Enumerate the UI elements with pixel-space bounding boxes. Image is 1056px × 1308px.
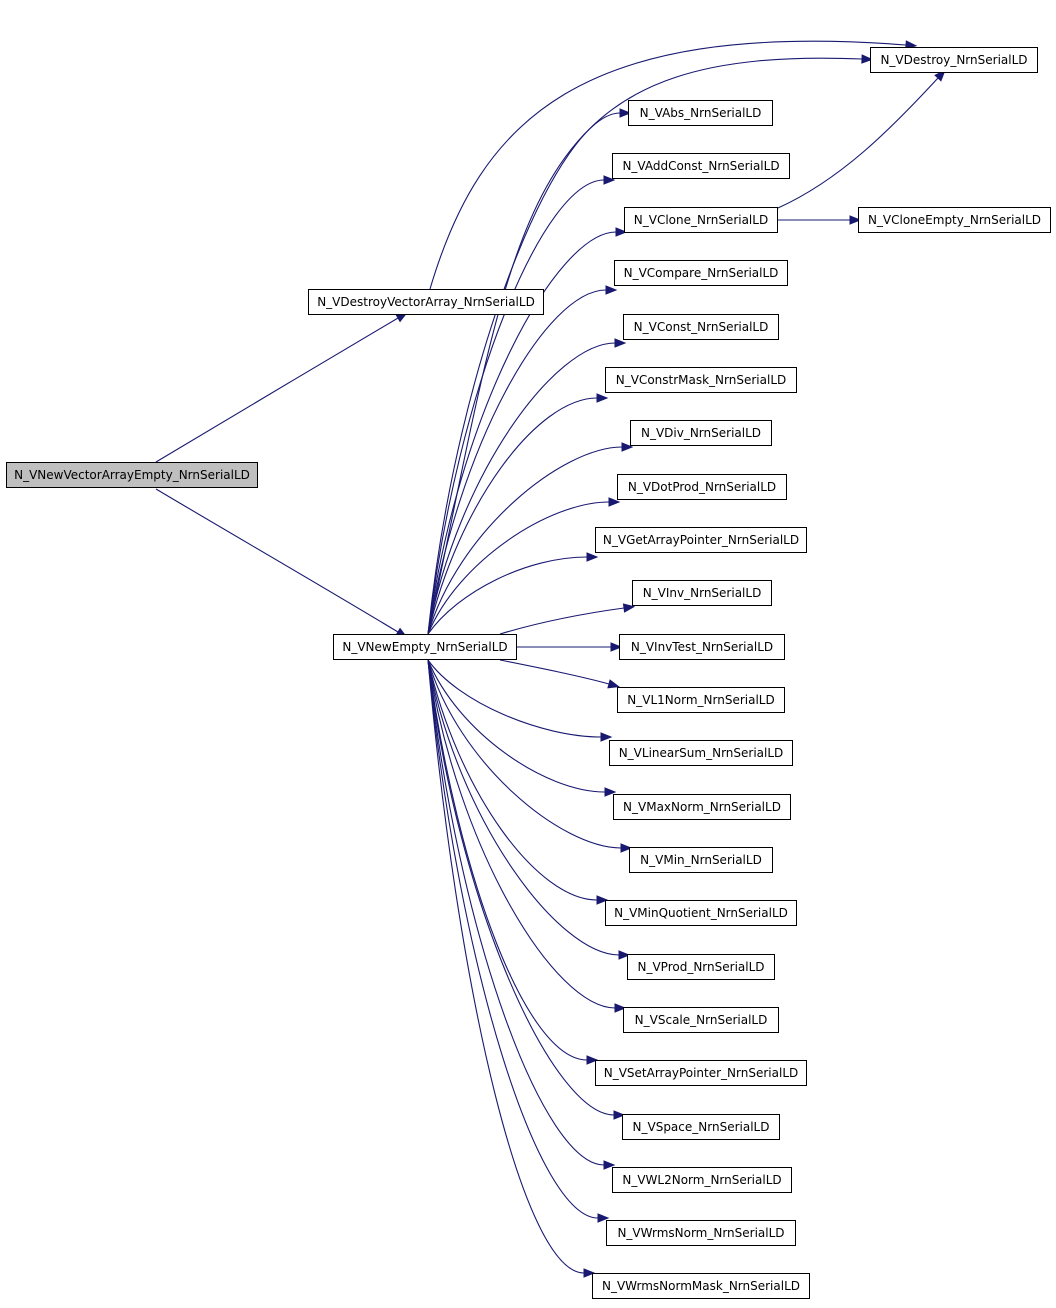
node-constrMask[interactable]: N_VConstrMask_NrnSerialLD — [605, 367, 797, 393]
arrowhead-clone-to-cloneEmpty — [849, 215, 862, 225]
edge-newEmpty-to-minQuotient — [427, 659, 598, 901]
node-destroyArray[interactable]: N_VDestroyVectorArray_NrnSerialLD — [308, 289, 544, 315]
node-destroy[interactable]: N_VDestroy_NrnSerialLD — [870, 47, 1038, 73]
edge-newEmpty-to-div — [427, 446, 623, 635]
arrowhead-newEmpty-to-wl2Norm — [603, 1160, 616, 1170]
edge-newEmpty-to-maxNorm — [427, 659, 606, 793]
edge-newEmpty-to-destroy — [427, 57, 863, 635]
node-space[interactable]: N_VSpace_NrnSerialLD — [622, 1114, 780, 1140]
edge-newEmpty-to-wrmsNorm — [427, 659, 599, 1219]
node-getArrayPointer[interactable]: N_VGetArrayPointer_NrnSerialLD — [595, 527, 807, 553]
edge-clone-to-destroy — [777, 77, 939, 209]
arrowhead-newEmpty-to-const — [614, 338, 627, 348]
arrowhead-newEmpty-to-minQuotient — [596, 895, 609, 905]
arrowhead-newEmpty-to-clone — [615, 227, 628, 237]
arrowhead-newEmpty-to-scale — [614, 1003, 627, 1013]
arrowhead-newEmpty-to-addConst — [603, 175, 616, 185]
node-abs[interactable]: N_VAbs_NrnSerialLD — [628, 100, 773, 126]
node-root: N_VNewVectorArrayEmpty_NrnSerialLD — [6, 462, 258, 488]
node-maxNorm[interactable]: N_VMaxNorm_NrnSerialLD — [613, 794, 791, 820]
arrowhead-newEmpty-to-getArrayPointer — [586, 552, 599, 562]
node-l1Norm[interactable]: N_VL1Norm_NrnSerialLD — [617, 687, 785, 713]
arrowhead-newEmpty-to-linearSum — [600, 732, 613, 742]
node-cloneEmpty[interactable]: N_VCloneEmpty_NrnSerialLD — [858, 207, 1051, 233]
arrowhead-newEmpty-to-dotProd — [608, 497, 621, 507]
edge-newEmpty-to-min — [427, 659, 622, 849]
node-wrmsNormMask[interactable]: N_VWrmsNormMask_NrnSerialLD — [592, 1273, 810, 1299]
arrowhead-newEmpty-to-maxNorm — [604, 787, 617, 797]
edge-newEmpty-to-space — [427, 659, 615, 1116]
node-dotProd[interactable]: N_VDotProd_NrnSerialLD — [617, 474, 787, 500]
edge-newEmpty-to-abs — [427, 112, 621, 635]
node-prod[interactable]: N_VProd_NrnSerialLD — [627, 954, 775, 980]
edge-newEmpty-to-scale — [427, 659, 616, 1009]
arrowhead-newEmpty-to-inv — [622, 603, 636, 613]
edge-destroyArray-to-destroy — [429, 40, 907, 290]
edge-newEmpty-to-addConst — [427, 179, 605, 635]
edge-newEmpty-to-wl2Norm — [427, 659, 605, 1166]
node-minQuotient[interactable]: N_VMinQuotient_NrnSerialLD — [605, 900, 797, 926]
arrowhead-newEmpty-to-destroy — [861, 54, 874, 64]
edge-newEmpty-to-dotProd — [427, 501, 610, 635]
edge-newEmpty-to-clone — [427, 231, 617, 635]
edge-newEmpty-to-l1Norm — [499, 659, 610, 685]
edge-root-to-destroyArray — [155, 317, 399, 463]
edge-newEmpty-to-const — [427, 342, 616, 635]
node-invTest[interactable]: N_VInvTest_NrnSerialLD — [619, 634, 785, 660]
node-clone[interactable]: N_VClone_NrnSerialLD — [624, 207, 778, 233]
edge-root-to-newEmpty — [155, 488, 399, 633]
arrowhead-newEmpty-to-invTest — [610, 642, 623, 652]
edge-newEmpty-to-wrmsNormMask — [427, 659, 585, 1274]
node-wrmsNorm[interactable]: N_VWrmsNorm_NrnSerialLD — [606, 1220, 796, 1246]
arrowhead-newEmpty-to-constrMask — [596, 393, 609, 403]
arrowhead-newEmpty-to-abs — [619, 108, 632, 118]
arrowhead-newEmpty-to-wrmsNormMask — [583, 1268, 596, 1278]
node-setArrayPointer[interactable]: N_VSetArrayPointer_NrnSerialLD — [595, 1060, 807, 1086]
node-inv[interactable]: N_VInv_NrnSerialLD — [632, 580, 772, 606]
arrowhead-newEmpty-to-div — [621, 442, 634, 452]
edge-newEmpty-to-linearSum — [427, 659, 602, 738]
node-compare[interactable]: N_VCompare_NrnSerialLD — [614, 260, 788, 286]
arrowhead-newEmpty-to-compare — [605, 285, 618, 295]
arrowhead-newEmpty-to-min — [620, 843, 633, 853]
node-newEmpty[interactable]: N_VNewEmpty_NrnSerialLD — [333, 634, 517, 660]
arrowhead-newEmpty-to-wrmsNorm — [597, 1213, 610, 1223]
node-scale[interactable]: N_VScale_NrnSerialLD — [623, 1007, 779, 1033]
edge-newEmpty-to-compare — [427, 289, 607, 635]
edge-newEmpty-to-prod — [427, 659, 620, 956]
edge-newEmpty-to-setArrayPointer — [427, 659, 588, 1061]
arrowhead-newEmpty-to-space — [613, 1110, 626, 1120]
arrowhead-newEmpty-to-prod — [618, 950, 631, 960]
node-wl2Norm[interactable]: N_VWL2Norm_NrnSerialLD — [612, 1167, 792, 1193]
edge-newEmpty-to-constrMask — [427, 397, 598, 635]
node-min[interactable]: N_VMin_NrnSerialLD — [629, 847, 773, 873]
edge-newEmpty-to-inv — [499, 607, 625, 635]
node-linearSum[interactable]: N_VLinearSum_NrnSerialLD — [609, 740, 793, 766]
arrowhead-newEmpty-to-l1Norm — [607, 679, 620, 689]
node-const[interactable]: N_VConst_NrnSerialLD — [623, 314, 779, 340]
node-addConst[interactable]: N_VAddConst_NrnSerialLD — [612, 153, 790, 179]
arrowhead-newEmpty-to-setArrayPointer — [586, 1055, 599, 1065]
node-div[interactable]: N_VDiv_NrnSerialLD — [630, 420, 772, 446]
edge-newEmpty-to-getArrayPointer — [427, 556, 588, 635]
